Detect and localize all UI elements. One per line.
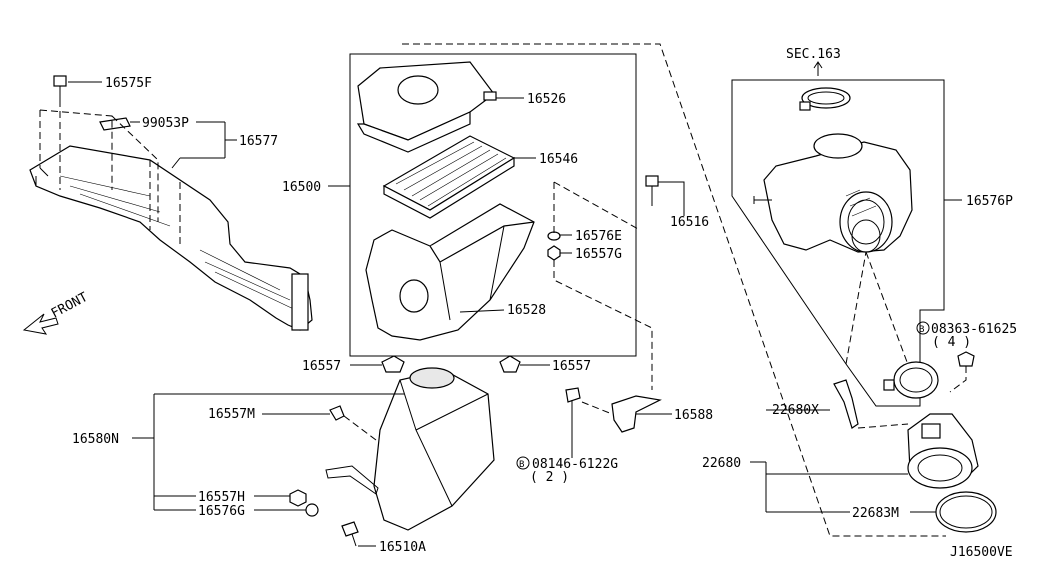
front-arrow: FRONT bbox=[22, 290, 91, 335]
cleaner-housing-16528: 16528 bbox=[365, 203, 546, 341]
front-label: FRONT bbox=[49, 290, 91, 322]
label-16557H: 16557H bbox=[198, 490, 245, 505]
label-22680: 22680 bbox=[702, 456, 741, 471]
sensor-22680X: 22680X bbox=[766, 379, 909, 429]
label-16546: 16546 bbox=[539, 152, 578, 167]
air-duct-16577 bbox=[29, 145, 313, 331]
elbow-guide-line bbox=[845, 251, 911, 371]
washer-16576G: 16576G bbox=[198, 503, 319, 519]
nut-16557G: 16557G bbox=[547, 245, 622, 262]
air-filter-16546: 16546 bbox=[382, 135, 578, 219]
label-16510A: 16510A bbox=[379, 540, 426, 555]
leader-16577: 16577 bbox=[171, 122, 278, 169]
resonator-16580N bbox=[325, 367, 495, 531]
label-16576G: 16576G bbox=[198, 504, 245, 519]
bracket-guide-lines bbox=[553, 181, 653, 390]
label-16528: 16528 bbox=[507, 303, 546, 318]
bolt-16575F: 16575F bbox=[53, 75, 152, 100]
clamp-top bbox=[799, 87, 851, 111]
diagram-id: J16500VE bbox=[950, 545, 1013, 560]
intake-elbow-16576P bbox=[753, 133, 913, 253]
airflow-meter-22680: 22680 bbox=[702, 413, 979, 512]
bolt-08363-61625: B 08363-61625 ( 4 ) bbox=[916, 321, 1017, 393]
qty-08363: ( 4 ) bbox=[932, 335, 971, 350]
label-22680X: 22680X bbox=[772, 403, 819, 418]
badge-08146: B bbox=[519, 460, 524, 470]
label-16557-right: 16557 bbox=[552, 359, 591, 374]
label-16576P: 16576P bbox=[966, 194, 1013, 209]
label-16557M: 16557M bbox=[208, 407, 255, 422]
cleaner-to-meter-guide bbox=[402, 43, 946, 537]
air-cleaner-assembly-box: 16500 bbox=[282, 53, 637, 357]
grommet-16557-right: 16557 bbox=[499, 355, 591, 374]
gasket-22683M: 22683M bbox=[766, 491, 997, 533]
duct-guide-lines bbox=[39, 100, 181, 244]
cleaner-cover-16526: 16526 bbox=[356, 61, 566, 153]
label-16526: 16526 bbox=[527, 92, 566, 107]
nut-16557H: 16557H bbox=[198, 489, 307, 507]
label-16557-left: 16557 bbox=[302, 359, 341, 374]
grommet-16557-left: 16557 bbox=[302, 355, 405, 374]
clamp-lower bbox=[883, 361, 939, 399]
intake-outline-box: 16576P bbox=[731, 79, 1013, 407]
label-sec163: SEC.163 bbox=[786, 47, 841, 62]
badge-08363: B bbox=[919, 325, 924, 335]
label-16516: 16516 bbox=[670, 215, 709, 230]
bolt-08146-6122G: B 08146-6122G ( 2 ) bbox=[516, 387, 618, 485]
label-16500: 16500 bbox=[282, 180, 321, 195]
label-22683M: 22683M bbox=[852, 506, 899, 521]
bolt-16516: 16516 bbox=[645, 175, 709, 230]
label-tag-99053P: 99053P bbox=[99, 116, 225, 131]
label-16580N: 16580N bbox=[72, 432, 119, 447]
section-ref-163: SEC.163 bbox=[786, 47, 841, 76]
label-16588: 16588 bbox=[674, 408, 713, 423]
label-16575F: 16575F bbox=[105, 76, 152, 91]
label-16557G: 16557G bbox=[575, 247, 622, 262]
label-08363-61625: 08363-61625 bbox=[931, 322, 1017, 337]
washer-16576E: 16576E bbox=[547, 229, 622, 244]
label-99053P: 99053P bbox=[142, 116, 189, 131]
bracket-16588: 16588 bbox=[581, 395, 713, 433]
label-08146-6122G: 08146-6122G bbox=[532, 457, 618, 472]
bolt-16510A: 16510A bbox=[341, 521, 426, 555]
leader-16580N: 16580N bbox=[72, 393, 404, 511]
label-16576E: 16576E bbox=[575, 229, 622, 244]
clip-16557M: 16557M bbox=[208, 405, 377, 441]
qty-08146: ( 2 ) bbox=[530, 470, 569, 485]
label-16577: 16577 bbox=[239, 134, 278, 149]
